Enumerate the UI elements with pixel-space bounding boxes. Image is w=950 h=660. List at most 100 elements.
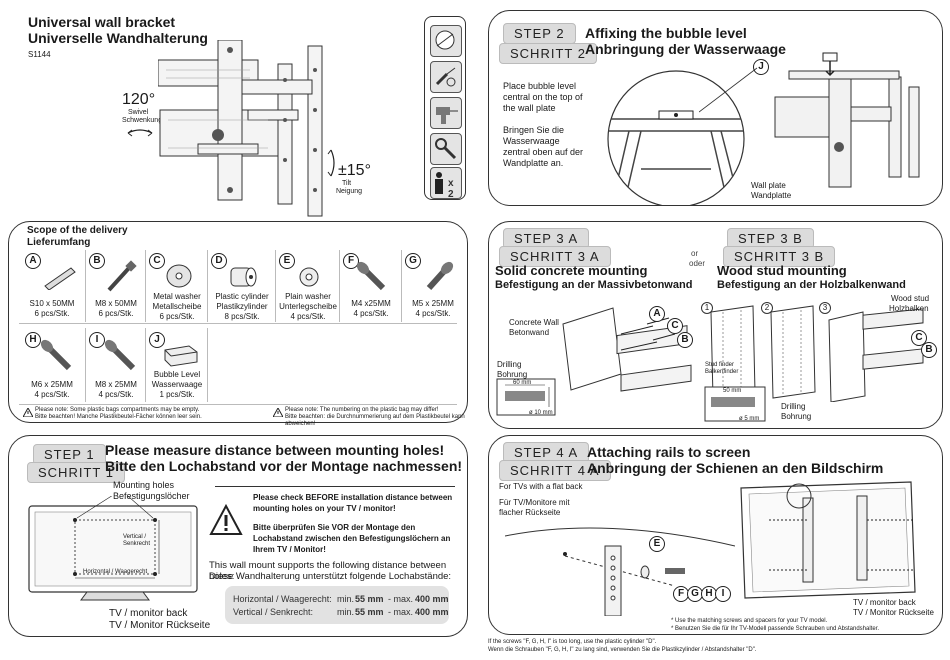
or-de: oder (689, 259, 706, 268)
step4-callout-fghi: I (715, 586, 731, 602)
dim-60: 60 mm (513, 380, 532, 386)
stud-finder-en: Stud finder (705, 362, 735, 368)
item-qty: 8 pcs/Stk. (224, 312, 260, 321)
step2-tag-de: SCHRITT 2 (499, 43, 597, 64)
drilling-a-de: Bohrung (497, 370, 528, 379)
step2-callout: J (753, 59, 769, 75)
scope-title-de: Lieferumfang (27, 237, 91, 248)
item-letter: E (279, 253, 295, 269)
step3b-title-de: Befestigung an der Holzbalkenwand (717, 279, 906, 291)
item-qty: 4 pcs/Stk. (290, 312, 326, 321)
item-label: Plain washer Unterlegscheibe (279, 292, 337, 311)
item-letter: C (149, 253, 165, 269)
item-qty: 4 pcs/Stk. (353, 309, 389, 318)
warning-small-icon (273, 408, 283, 417)
step4-callout-e: E (649, 536, 665, 552)
hole-row-max: 400 mm (415, 607, 449, 617)
title-en: Universal wall bracket (28, 14, 176, 30)
step3b-title-en: Wood stud mounting (717, 263, 847, 278)
footer-de: Wenn die Schrauben "F, G, H, I" zu lang … (488, 647, 757, 653)
screwdriver-icon (430, 61, 462, 93)
step4-note-en: * Use the matching screws and spacers fo… (671, 618, 828, 624)
screw-h-icon (40, 339, 72, 371)
step4-callout-fghi: G (687, 586, 703, 602)
step3-callout: B (677, 332, 693, 348)
warning-de: Bitte überprüfen Sie VOR der Montage den… (253, 523, 451, 554)
item-letter: H (25, 332, 41, 348)
sub-step: 2 (761, 302, 773, 314)
scope-col-sep (207, 328, 208, 402)
plastic-cylinder-icon (230, 267, 257, 287)
screw-i-icon (104, 339, 136, 371)
step1-panel: STEP 1 SCHRITT 1 Please measure distance… (8, 435, 468, 637)
item-letter: J (149, 332, 165, 348)
wrench-icon (430, 133, 462, 165)
item-label: M5 x 25MM (412, 299, 454, 308)
item-label: M8 x 50MM (95, 299, 137, 308)
warning-small-icon (23, 408, 33, 417)
flat-back-en: For TVs with a flat back (499, 482, 583, 491)
dim-50: 50 mm (723, 388, 742, 394)
item-label: Metal washer Metallscheibe (152, 292, 202, 311)
screw-f-icon (356, 261, 386, 291)
scope-col-sep (207, 250, 208, 322)
scope-col-sep (145, 328, 146, 402)
swivel-de: Schwenkung (122, 117, 163, 124)
bubble-level-icon (164, 345, 198, 367)
scope-row-divider (19, 323, 457, 324)
item-letter: F (343, 253, 359, 269)
hole-row-max: 400 mm (415, 594, 449, 604)
hole-row-min: 55 mm (355, 594, 384, 604)
step2-panel: STEP 2 SCHRITT 2 Affixing the bubble lev… (488, 10, 943, 206)
dim-5: ø 5 mm (739, 416, 760, 422)
step2-title-de: Anbringung der Wasserwaage (585, 41, 786, 57)
step3a-title-en: Solid concrete mounting (495, 263, 648, 278)
bolt-b-icon (107, 260, 137, 292)
drill-icon (430, 97, 462, 129)
hole-row-sep: - max. (388, 594, 414, 604)
level-tool-icon (430, 25, 462, 57)
hole-row-vertical: Vertical / Senkrecht: min. 55 mm - max. … (231, 607, 455, 619)
step3a-title-de: Befestigung an der Massivbetonwand (495, 279, 693, 291)
persons-count: x 2 (448, 178, 454, 200)
wood-stud-de: Holzbalken (889, 304, 929, 313)
item-qty: 6 pcs/Stk. (159, 312, 195, 321)
step3-callout: A (649, 306, 665, 322)
item-qty: 1 pcs/Stk. (159, 390, 195, 399)
drill-depth-a-diagram (496, 378, 556, 416)
item-qty: 4 pcs/Stk. (415, 309, 451, 318)
rail-screw-detail (505, 527, 735, 616)
note-right-en: Please note: The numbering on the plasti… (285, 407, 439, 413)
tv-back-4-de: TV / Monitor Rückseite (853, 608, 934, 617)
step3a-tag-de: SCHRITT 3 A (499, 246, 611, 267)
item-qty: 6 pcs/Stk. (98, 309, 134, 318)
note-right-de: Bitte beachten: die Durchnummerierung au… (285, 414, 465, 427)
swivel-value: 120° (122, 91, 156, 108)
warning-top-rule (215, 486, 455, 487)
drill-depth-b-diagram (704, 386, 766, 422)
scope-col-sep (85, 250, 86, 322)
step2-title-en: Affixing the bubble level (585, 25, 747, 41)
hole-row-label: Vertical / Senkrecht: (233, 607, 314, 617)
tilt-arrow-icon (327, 149, 335, 177)
item-letter: B (89, 253, 105, 269)
hole-row-min-word: min. (337, 607, 355, 617)
vertical-label: Vertical / Senkrecht (123, 534, 151, 547)
tilt-value: ±15° (338, 162, 371, 179)
note-left-en: Please note: Some plastic bags compartme… (35, 407, 200, 413)
item-letter: A (25, 253, 41, 269)
plain-washer-icon (299, 267, 319, 287)
scope-notes-divider (19, 404, 457, 405)
item-letter: G (405, 253, 421, 269)
supports-de: Diese Wandhalterung unterstützt folgende… (209, 571, 452, 582)
sub-step: 1 (701, 302, 713, 314)
note-left-de: Bitte beachten! Manche Plastikbeutel-Fäc… (35, 414, 202, 420)
scope-col-sep (401, 250, 402, 322)
swivel-en: Swivel (128, 109, 149, 116)
step3-callout-b: C (911, 330, 927, 346)
step3-callout: C (667, 318, 683, 334)
item-qty: 4 pcs/Stk. (98, 390, 134, 399)
scope-col-sep (145, 250, 146, 322)
stud-finder-de: Balkenfinder (705, 369, 739, 375)
model-number: S1144 (28, 50, 51, 59)
